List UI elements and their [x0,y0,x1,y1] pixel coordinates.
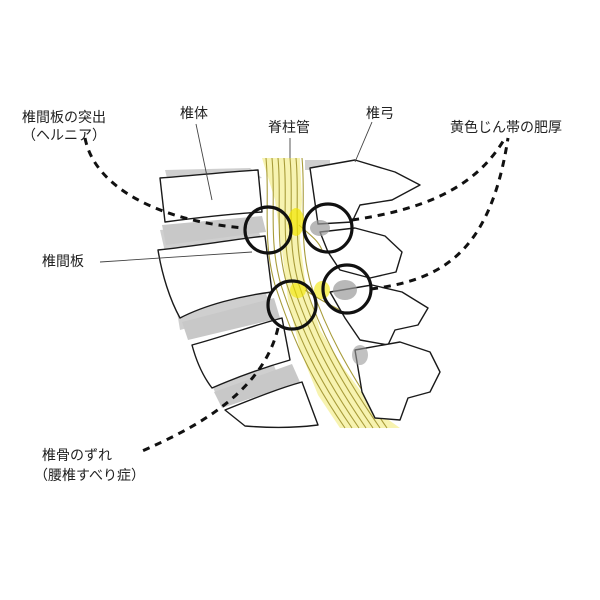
circle-ligament-upper [302,202,354,254]
label-spinal-canal: 脊柱管 [268,120,310,136]
leader-herniation [83,137,246,230]
label-vertebral-body: 椎体 [180,106,208,122]
circle-herniation [243,205,293,255]
label-intervertebral-disc: 椎間板 [42,254,84,270]
thin-leaders [99,121,373,263]
dashed-leaders [83,137,510,454]
label-vertebral-arch: 椎弓 [366,106,394,122]
label-vertebral-slip: 椎骨のずれ [42,448,112,464]
label-vertebral-slip-sub: （腰椎すべり症） [34,468,145,484]
label-disc-herniation: 椎間板の突出 [22,110,106,126]
leader-ligament-lower [370,137,510,291]
label-ligamentum-flavum: 黄色じん帯の肥厚 [450,119,562,136]
leader-ligament-upper [351,137,507,222]
vertebral-arches [309,159,441,421]
label-disc-herniation-sub: （ヘルニア） [22,128,106,144]
labels: 椎間板の突出 （ヘルニア） 椎体 脊柱管 椎弓 黄色じん帯の肥厚 椎間板 椎骨の… [22,106,562,484]
leader-slip [139,327,280,454]
circle-slip [266,279,318,331]
